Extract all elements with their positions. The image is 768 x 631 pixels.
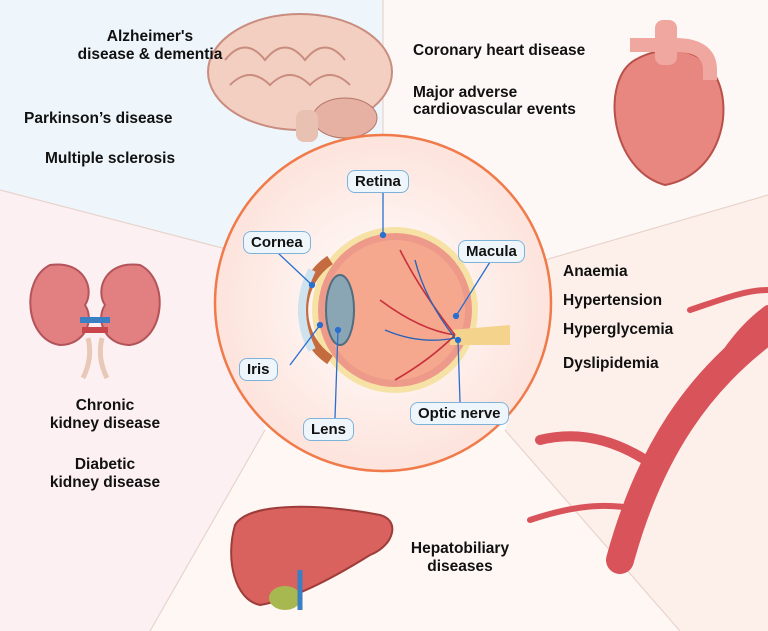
label-macula: Macula — [458, 240, 525, 263]
disease-hepatobiliary-line2: diseases — [427, 558, 493, 575]
disease-coronary-heart: Coronary heart disease — [413, 42, 586, 59]
kidneys-illustration — [29, 263, 161, 380]
disease-anaemia: Anaemia — [563, 263, 628, 280]
disease-alzheimers-line1: Alzheimer's — [106, 28, 194, 45]
disease-chronic-kidney-line1: Chronic — [75, 397, 135, 414]
liver-illustration — [230, 505, 394, 610]
disease-mace-line2: cardiovascular events — [413, 101, 576, 118]
disease-mace-line1: Major adverse — [413, 84, 518, 101]
brain-illustration — [207, 13, 393, 142]
disease-chronic-kidney-line2: kidney disease — [49, 415, 161, 432]
disease-alzheimers-line2: disease & dementia — [77, 46, 223, 63]
disease-parkinsons: Parkinson’s disease — [24, 110, 173, 127]
eye-illustration — [298, 227, 510, 393]
label-retina: Retina — [347, 170, 409, 193]
disease-hypertension: Hypertension — [563, 292, 663, 309]
disease-diabetic-kidney: Diabetic kidney disease — [40, 456, 170, 492]
label-iris: Iris — [239, 358, 278, 381]
disease-chronic-kidney: Chronic kidney disease — [40, 397, 170, 433]
disease-diabetic-kidney-line2: kidney disease — [49, 474, 161, 491]
label-lens: Lens — [303, 418, 355, 441]
label-cornea: Cornea — [243, 231, 311, 254]
label-optic-nerve: Optic nerve — [410, 402, 509, 425]
brain-disease-list: Alzheimer's disease & dementia — [60, 28, 240, 64]
leader-lines — [277, 192, 491, 419]
disease-hyperglycemia: Hyperglycemia — [563, 321, 674, 338]
disease-multiple-sclerosis: Multiple sclerosis — [45, 150, 176, 167]
disease-dyslipidemia: Dyslipidemia — [563, 355, 659, 372]
disease-diabetic-kidney-line1: Diabetic — [74, 456, 136, 473]
heart-illustration — [613, 20, 725, 187]
blood-vessels-illustration — [527, 287, 768, 574]
disease-hepatobiliary: Hepatobiliary diseases — [395, 540, 525, 576]
disease-hepatobiliary-line1: Hepatobiliary — [410, 540, 510, 557]
